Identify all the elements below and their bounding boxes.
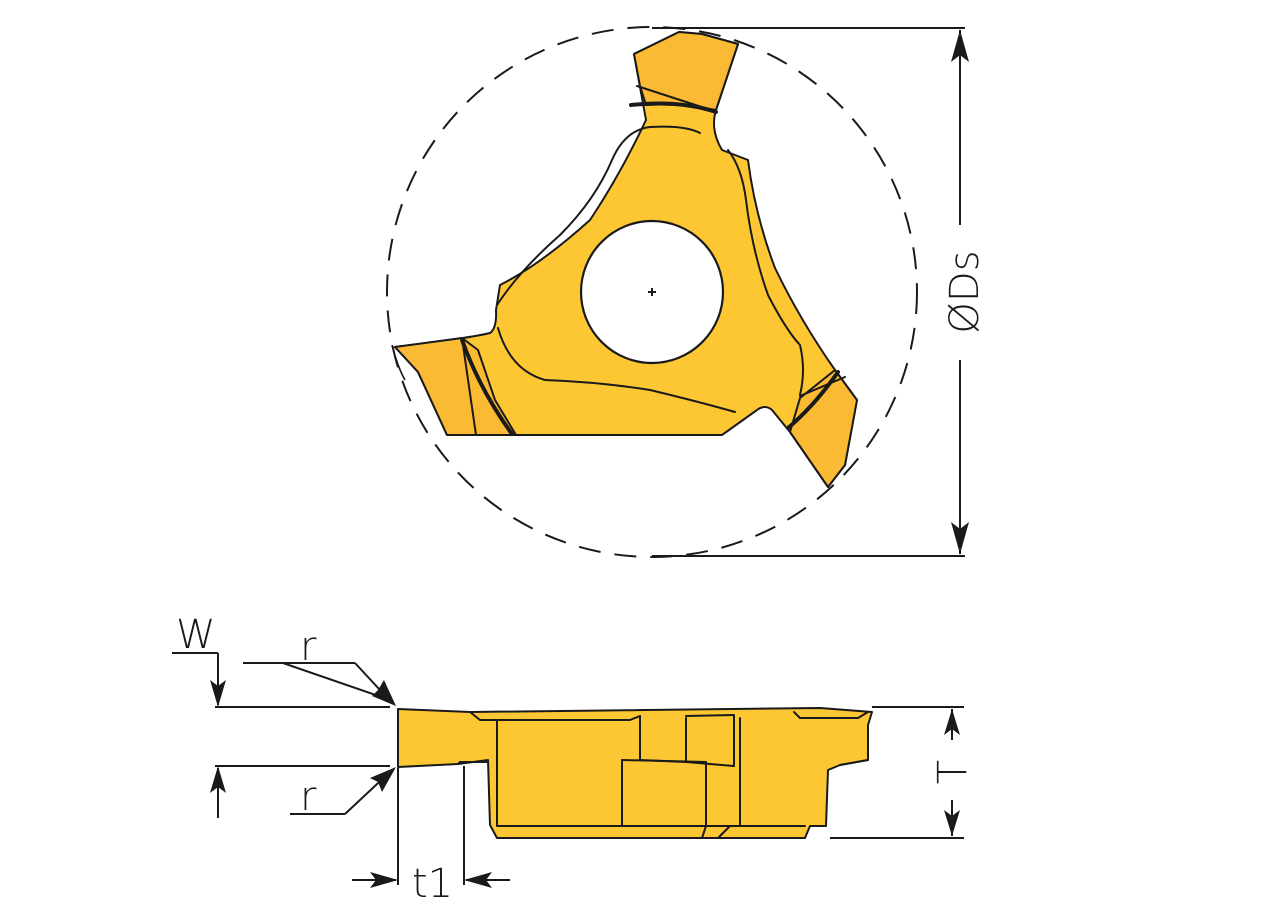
- insert-side-profile: [397, 707, 873, 839]
- width-label: W: [176, 612, 216, 658]
- arrow-down-icon: [944, 810, 960, 836]
- arrow-left-icon: [464, 872, 492, 888]
- thickness-dimension: T: [830, 706, 976, 839]
- inner-contour: [496, 125, 701, 306]
- arrow-up-icon: [210, 766, 226, 793]
- arrow-up-icon: [951, 30, 969, 62]
- width-dimension: W: [172, 612, 390, 818]
- cutting-tip-left: [394, 337, 517, 436]
- arrow-up-icon: [944, 709, 960, 735]
- depth-label: t1: [412, 861, 453, 907]
- depth-dimension: t1: [352, 766, 510, 907]
- top-view: ØDs: [386, 26, 988, 558]
- arrow-down-icon: [951, 522, 969, 554]
- cutting-tip-top: [633, 31, 739, 111]
- arrow-right-icon: [370, 872, 398, 888]
- cutting-tip-right: [789, 369, 858, 488]
- radius-bottom-leader: r: [290, 767, 396, 820]
- side-view: W r r t1: [172, 612, 976, 907]
- center-mark-icon: [648, 288, 656, 296]
- diameter-label: ØDs: [942, 250, 988, 333]
- radius-top-leader: r: [243, 624, 396, 706]
- arrow-icon: [370, 767, 396, 792]
- radius-bottom-label: r: [300, 774, 317, 820]
- radius-top-label: r: [300, 624, 317, 670]
- arrow-icon: [372, 680, 396, 706]
- arrow-down-icon: [210, 680, 226, 707]
- thickness-label: T: [930, 760, 976, 784]
- side-block-a: [496, 719, 806, 827]
- diameter-dimension: ØDs: [652, 27, 988, 557]
